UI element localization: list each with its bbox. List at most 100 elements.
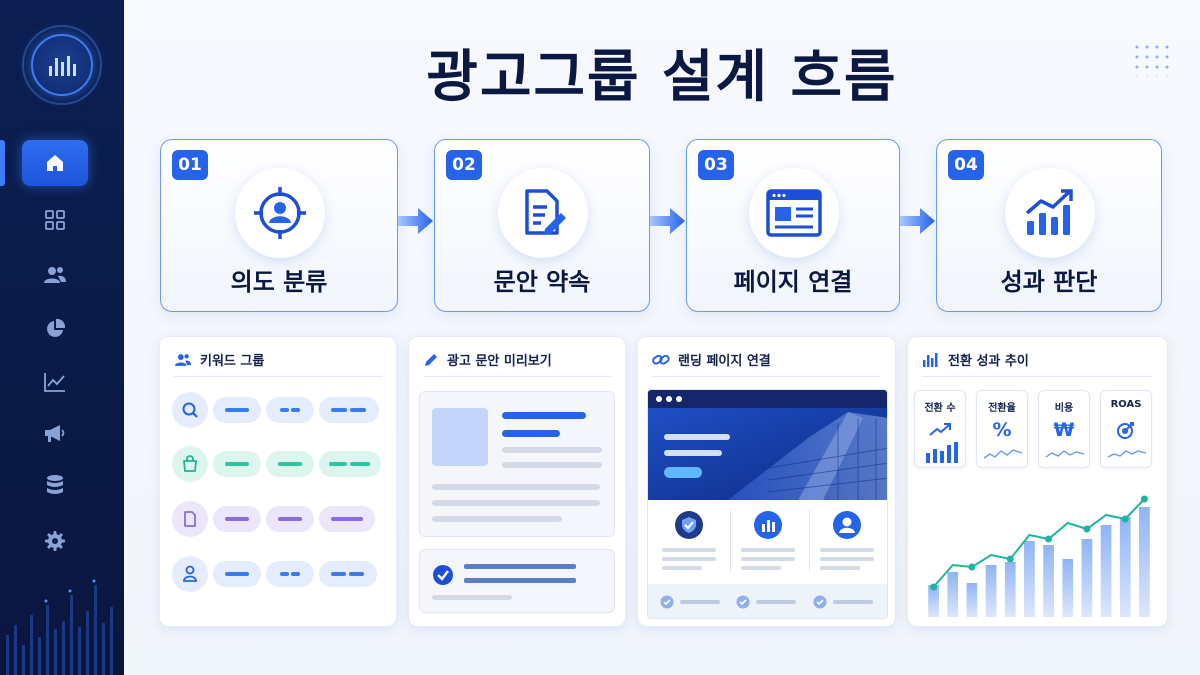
ad-preview-card[interactable]: [419, 391, 615, 537]
shield-icon: [675, 511, 703, 539]
users-icon: [44, 267, 66, 283]
keyword-chip[interactable]: [319, 506, 375, 532]
sidebar-active-indicator: [0, 140, 5, 186]
step-number: 03: [698, 150, 734, 180]
keyword-chip[interactable]: [213, 561, 261, 587]
mini-sparkline: [1107, 450, 1147, 458]
step-number: 01: [172, 150, 208, 180]
browser-bar: [648, 390, 887, 408]
panel-landing-page: 랜딩 페이지 연결: [637, 336, 896, 627]
panel-title: 키워드 그룹: [200, 354, 265, 369]
keyword-chip[interactable]: [266, 451, 314, 477]
sidebar-item-home[interactable]: [22, 140, 88, 186]
step-label: 페이지 연결: [733, 268, 853, 296]
target-user-icon: [254, 187, 306, 239]
check-circle-icon: [660, 595, 674, 609]
trend-bar: [1004, 562, 1016, 617]
sidebar-decor-bars: [6, 579, 113, 675]
trend-bar: [1100, 525, 1112, 617]
keyword-chip[interactable]: [319, 397, 379, 423]
database-icon: [47, 475, 63, 494]
check-circle-icon: [433, 565, 453, 585]
metric-label: 전환 수: [924, 403, 956, 414]
document-edit-icon: [525, 189, 566, 235]
trend-bar: [1043, 545, 1054, 617]
metric-card-conversion-rate[interactable]: 전환율 %: [976, 390, 1028, 468]
trend-chart: [928, 495, 1150, 617]
trend-bar: [1024, 541, 1035, 617]
trend-bar: [985, 565, 997, 617]
decorative-dots: [1132, 42, 1172, 76]
panel-title: 랜딩 페이지 연결: [678, 354, 771, 369]
trend-bar: [947, 572, 959, 617]
sidebar-item-campaigns[interactable]: [22, 410, 88, 456]
sidebar: [0, 0, 124, 675]
keyword-chip[interactable]: [266, 561, 314, 587]
keyword-chip[interactable]: [319, 451, 381, 477]
step-label: 성과 판단: [1000, 268, 1098, 296]
growth-chart-icon: [1025, 189, 1073, 235]
step-label: 의도 분류: [230, 268, 328, 296]
keyword-chip[interactable]: [319, 561, 377, 587]
metric-card-cost[interactable]: 비용 ₩: [1038, 390, 1090, 468]
keyword-chip[interactable]: [266, 397, 314, 423]
trend-bar: [1139, 507, 1150, 617]
metric-label: ROAS: [1110, 399, 1142, 410]
arrow-right-icon: [398, 208, 433, 234]
keyword-chip[interactable]: [213, 397, 261, 423]
search-icon: [182, 402, 198, 418]
megaphone-icon: [45, 425, 65, 442]
ad-check-card[interactable]: [419, 549, 615, 613]
bar-chart-icon: [49, 56, 76, 76]
step-number: 02: [446, 150, 482, 180]
keyword-chip[interactable]: [213, 451, 261, 477]
landing-page-preview[interactable]: [647, 389, 888, 619]
app-logo[interactable]: [22, 25, 102, 105]
keyword-row-icon: [172, 501, 208, 537]
landing-footer: [648, 584, 887, 618]
browser-window-icon: [766, 189, 822, 237]
metric-card-roas[interactable]: ROAS: [1100, 390, 1152, 468]
keyword-chip[interactable]: [266, 506, 314, 532]
keyword-chip[interactable]: [213, 506, 261, 532]
sidebar-item-analytics[interactable]: [22, 359, 88, 405]
trend-up-icon: [929, 423, 951, 436]
panel-title: 광고 문안 미리보기: [447, 354, 552, 369]
step-label: 문안 약속: [493, 268, 591, 296]
pie-chart-icon: [47, 318, 66, 337]
mini-sparkline: [1045, 450, 1085, 458]
link-icon: [652, 354, 670, 365]
percent-icon: %: [992, 419, 1012, 441]
target-icon: [1117, 422, 1134, 439]
arrow-right-icon: [650, 208, 685, 234]
step-card-copy[interactable]: 02 문안 약속: [434, 139, 650, 312]
bar-chart-icon: [923, 352, 938, 367]
trend-point: [930, 583, 938, 591]
sidebar-item-settings[interactable]: [22, 518, 88, 564]
metric-card-conversions[interactable]: 전환 수: [914, 390, 966, 468]
step-number: 04: [948, 150, 984, 180]
sidebar-item-users[interactable]: [22, 252, 88, 298]
trend-point: [968, 563, 976, 571]
landing-hero-image: [648, 408, 887, 500]
panel-title: 전환 성과 추이: [948, 354, 1029, 369]
step-card-performance[interactable]: 04 성과 판단: [936, 139, 1162, 312]
panel-keyword-groups: 키워드 그룹: [159, 336, 397, 627]
sidebar-item-database[interactable]: [22, 463, 88, 509]
trend-point: [1083, 525, 1091, 533]
mini-sparkline: [983, 449, 1023, 459]
trend-line: [932, 498, 1146, 588]
trend-bar: [966, 583, 978, 617]
trend-point: [1006, 555, 1014, 563]
mini-bars: [926, 442, 958, 463]
gear-icon: [45, 531, 65, 551]
home-icon: [47, 155, 63, 171]
step-card-intent[interactable]: 01 의도 분류: [160, 139, 398, 312]
file-icon: [184, 511, 196, 527]
sidebar-item-pie-chart[interactable]: [22, 306, 88, 352]
panel-ad-preview: 광고 문안 미리보기: [408, 336, 626, 627]
check-circle-icon: [813, 595, 827, 609]
sidebar-item-grid[interactable]: [22, 197, 88, 243]
pencil-icon: [425, 353, 437, 366]
step-card-landing[interactable]: 03 페이지 연결: [686, 139, 900, 312]
